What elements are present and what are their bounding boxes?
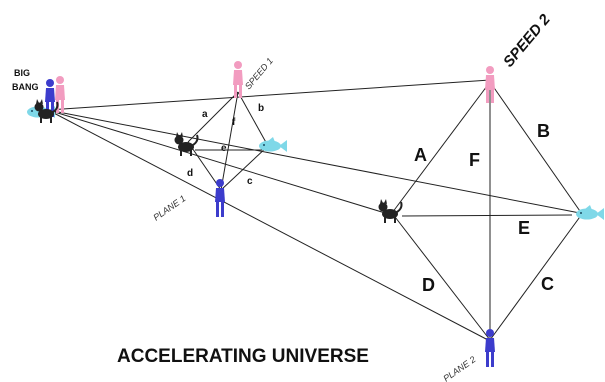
blue-person-icon [485,329,495,367]
diagram-title: ACCELERATING UNIVERSE [117,346,369,367]
plane-2-label: PLANE 2 [441,354,477,382]
edge-label-B: B [537,121,550,141]
fish-icon [576,205,604,220]
edge-label-b: b [258,103,264,114]
blue-person-icon [215,179,225,217]
edge-label-D: D [422,275,435,295]
ray-to-speed2 [48,80,490,110]
edge-label-E: E [518,218,530,238]
origin-rays [48,80,585,340]
edge-label-e: e [221,143,227,154]
small-tetrahedron [188,92,268,190]
cat-icon [379,199,402,223]
edge-label-d: d [187,168,193,179]
speed-1-label: SPEED 1 [243,56,275,92]
edge-label-A: A [414,145,427,165]
fish-icon [259,137,287,152]
speed-2-label: SPEED 2 [500,11,554,71]
plane-1-label: PLANE 1 [151,193,187,222]
edge-label-c: c [247,176,253,187]
edge-label-a: a [202,109,208,120]
edge-label-F: F [469,150,480,170]
edge-label-C: C [541,274,554,294]
large-tetrahedron [392,82,582,340]
origin-label-line1: BIG [14,68,30,78]
ray-to-fish2 [48,110,585,214]
edge-label-f: f [232,117,236,128]
origin-label-line2: BANG [12,82,39,92]
